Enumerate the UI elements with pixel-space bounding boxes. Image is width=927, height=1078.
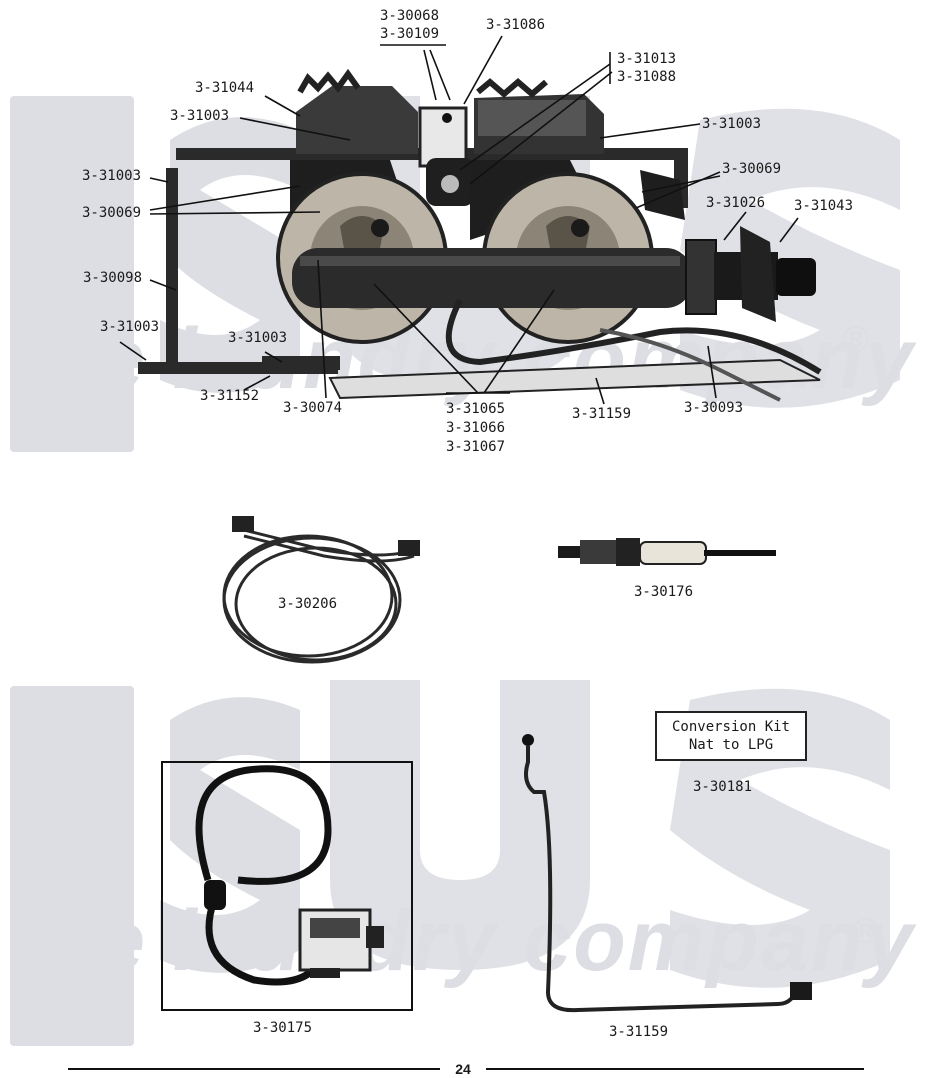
label-3-31003: 3-31003 (100, 319, 160, 335)
label-3-31159: 3-31159 (572, 406, 632, 422)
conversion-kit-line1: Conversion Kit (671, 719, 790, 735)
label-3-30069: 3-30069 (722, 161, 782, 177)
label-3-31152: 3-31152 (200, 388, 260, 404)
label-3-30176: 3-30176 (634, 584, 694, 600)
label-3-30206: 3-30206 (278, 596, 338, 612)
label-3-31086: 3-31086 (486, 17, 546, 33)
label-3-31026: 3-31026 (706, 195, 766, 211)
label-3-31043: 3-31043 (794, 198, 854, 214)
label-3-30175: 3-30175 (253, 1020, 313, 1036)
label-3-31003: 3-31003 (702, 116, 762, 132)
label-3-31159: 3-31159 (609, 1024, 669, 1040)
label-3-30181: 3-30181 (693, 779, 753, 795)
label-3-31088: 3-31088 (617, 69, 677, 85)
label-3-30098: 3-30098 (83, 270, 143, 286)
label-3-31013: 3-31013 (617, 51, 677, 67)
watermark-registered-top: ® (842, 318, 871, 359)
label-3-31003: 3-31003 (82, 168, 142, 184)
page-number: 24 (455, 1061, 471, 1077)
label-3-30109: 3-30109 (380, 26, 440, 42)
conversion-kit-box: Conversion Kit Nat to LPG (655, 711, 807, 761)
label-3-30068: 3-30068 (380, 8, 440, 24)
label-3-31065: 3-31065 (446, 401, 506, 417)
label-3-30093: 3-30093 (684, 400, 744, 416)
label-3-31066: 3-31066 (446, 420, 506, 436)
label-3-30069: 3-30069 (82, 205, 142, 221)
footer-rule-left (68, 1068, 440, 1070)
label-3-31067: 3-31067 (446, 439, 506, 455)
label-3-31044: 3-31044 (195, 80, 255, 96)
label-3-31003: 3-31003 (228, 330, 288, 346)
label-3-31003: 3-31003 (170, 108, 230, 124)
watermark-registered-bottom: ® (852, 910, 881, 951)
footer-rule-right (486, 1068, 864, 1070)
conversion-kit-line2: Nat to LPG (688, 737, 774, 753)
label-3-30074: 3-30074 (283, 400, 343, 416)
